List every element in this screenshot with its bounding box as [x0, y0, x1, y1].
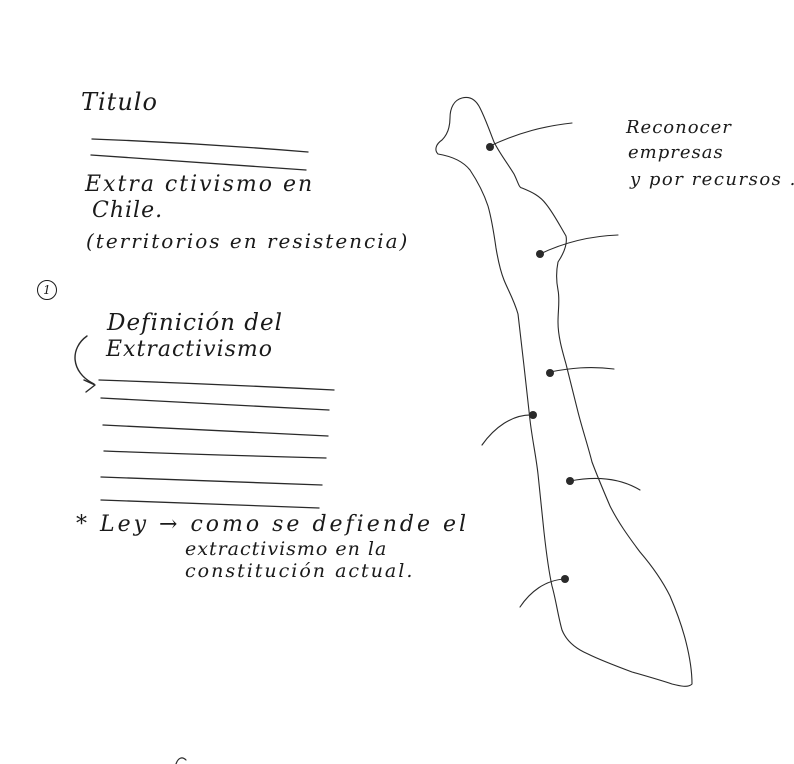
section-title-line-2: Extractivismo: [106, 337, 273, 362]
map-marker-2: [536, 250, 544, 258]
definition-blank-line-3: [102, 424, 329, 437]
topic-line-1: Extra ctivismo en: [85, 172, 315, 197]
map-leader-line-3: [549, 367, 615, 373]
definition-blank-line-2: [100, 397, 330, 411]
law-note-line-2: extractivismo en la: [185, 538, 388, 560]
law-note-line-1: * Ley → como se defiende el: [76, 512, 470, 537]
map-marker-6: [561, 575, 569, 583]
section-title-line-1: Definición del: [107, 310, 283, 336]
topic-line-2: Chile.: [92, 198, 164, 223]
map-marker-1: [486, 143, 494, 151]
map-leader-line-4: [481, 414, 534, 446]
chile-map-outline: [435, 96, 693, 687]
map-note-line-2: empresas: [628, 142, 724, 163]
definition-blank-line-4: [103, 450, 327, 459]
map-marker-5: [566, 477, 574, 485]
definition-arrow-head-icon: [83, 379, 96, 393]
map-leader-line-5: [569, 477, 641, 491]
map-leader-line-2: [539, 234, 619, 255]
law-note-line-3: constitución actual.: [185, 560, 415, 582]
definition-arrow-icon: [74, 335, 95, 385]
map-note-line-1: Reconocer: [626, 117, 732, 138]
map-marker-4: [529, 411, 537, 419]
pen-mark: [175, 757, 187, 764]
definition-blank-line-5: [100, 476, 323, 486]
title-blank-line-1: [91, 138, 309, 153]
section-number-badge: 1: [37, 280, 57, 300]
topic-line-3: (territorios en resistencia): [86, 229, 410, 253]
title-blank-line-2: [90, 154, 307, 171]
definition-blank-line-6: [100, 499, 320, 509]
title-label: Titulo: [81, 88, 158, 116]
map-leader-line-1: [489, 122, 573, 147]
definition-blank-line-1: [98, 379, 335, 391]
map-note-line-3: y por recursos .: [630, 169, 794, 190]
map-leader-line-6: [519, 578, 566, 608]
map-marker-3: [546, 369, 554, 377]
